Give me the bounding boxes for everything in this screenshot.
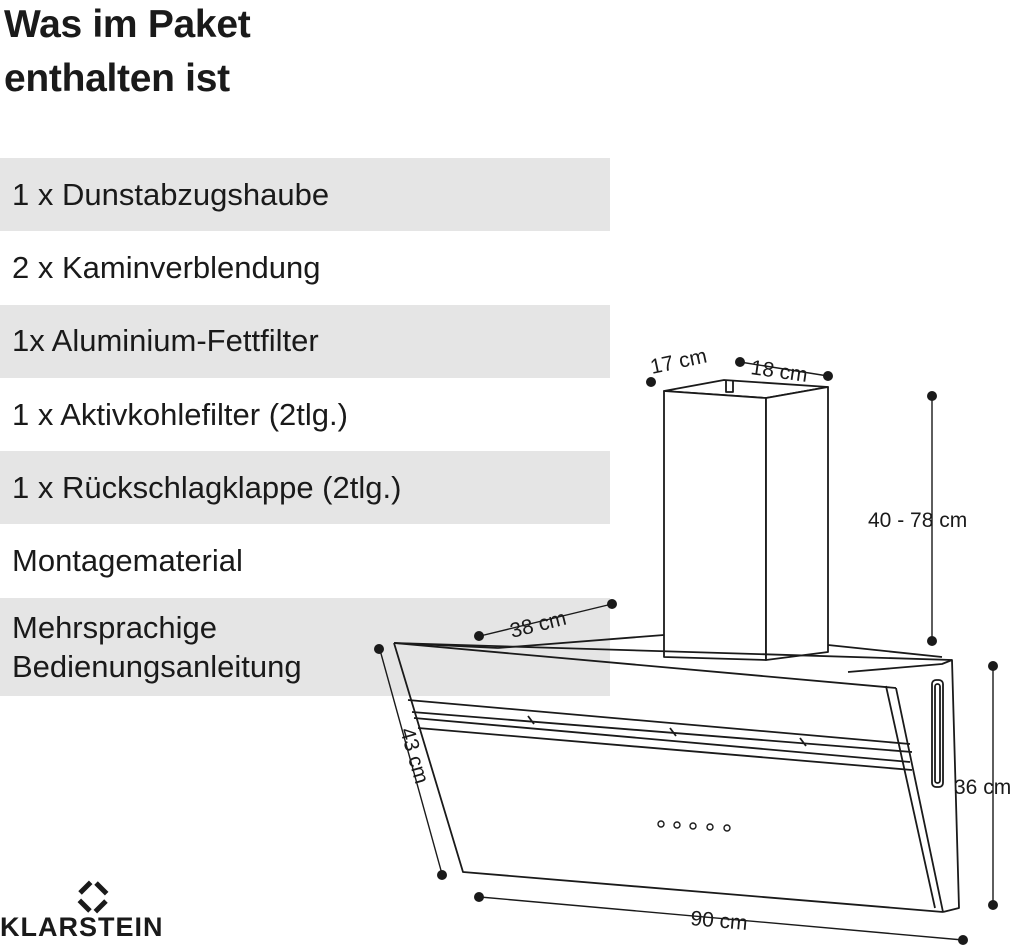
list-item-label: 1 x Aktivkohlefilter (2tlg.) [12, 396, 348, 432]
hood-height-label: 36 cm [954, 776, 1011, 799]
list-item: 1 x Aktivkohlefilter (2tlg.) [0, 378, 610, 451]
control-button-icon [657, 820, 665, 828]
chimney-height-label: 40 - 78 cm [868, 509, 967, 532]
list-item-label-line-2: Bedienungsanleitung [12, 648, 302, 684]
hood-illustration [393, 634, 960, 913]
list-item-label: Mehrsprachige [12, 609, 218, 645]
chimney-depth-label: 17 cm [648, 345, 709, 379]
package-contents-list: 1 x Dunstabzugshaube 2 x Kaminverblendun… [0, 158, 610, 696]
list-item-label: Montagematerial [12, 543, 243, 579]
dimension-markers [374, 357, 998, 945]
list-item: 1 x Rückschlagklappe (2tlg.) [0, 451, 610, 525]
dimension-lines [379, 361, 994, 941]
hood-width-label: 90 cm [690, 907, 749, 935]
list-item-label: 1 x Dunstabzugshaube [12, 176, 330, 212]
klarstein-logo-icon [70, 872, 116, 922]
list-item: 1 x Dunstabzugshaube [0, 158, 610, 232]
chimney-illustration [663, 379, 829, 661]
control-buttons [657, 820, 731, 832]
hood-depth-label: 38 cm [508, 607, 569, 643]
title-line-1: Was im Paket [4, 3, 251, 46]
list-item: 1x Aluminium-Fettfilter [0, 304, 610, 378]
list-item: 2 x Kaminverblendung [0, 231, 610, 304]
list-item: Montagematerial [0, 524, 610, 597]
control-button-icon [689, 822, 697, 830]
control-button-icon [706, 823, 714, 831]
control-button-icon [673, 821, 681, 829]
list-item-label: 1x Aluminium-Fettfilter [12, 323, 319, 359]
list-item-label: 1 x Rückschlagklappe (2tlg.) [12, 469, 402, 505]
title-line-2: enthalten ist [4, 57, 230, 100]
control-button-icon [723, 824, 731, 832]
list-item-label: 2 x Kaminverblendung [12, 249, 321, 285]
brand-name: KLARSTEIN [0, 912, 164, 942]
page-title: Was im Paket enthalten ist [4, 0, 251, 106]
